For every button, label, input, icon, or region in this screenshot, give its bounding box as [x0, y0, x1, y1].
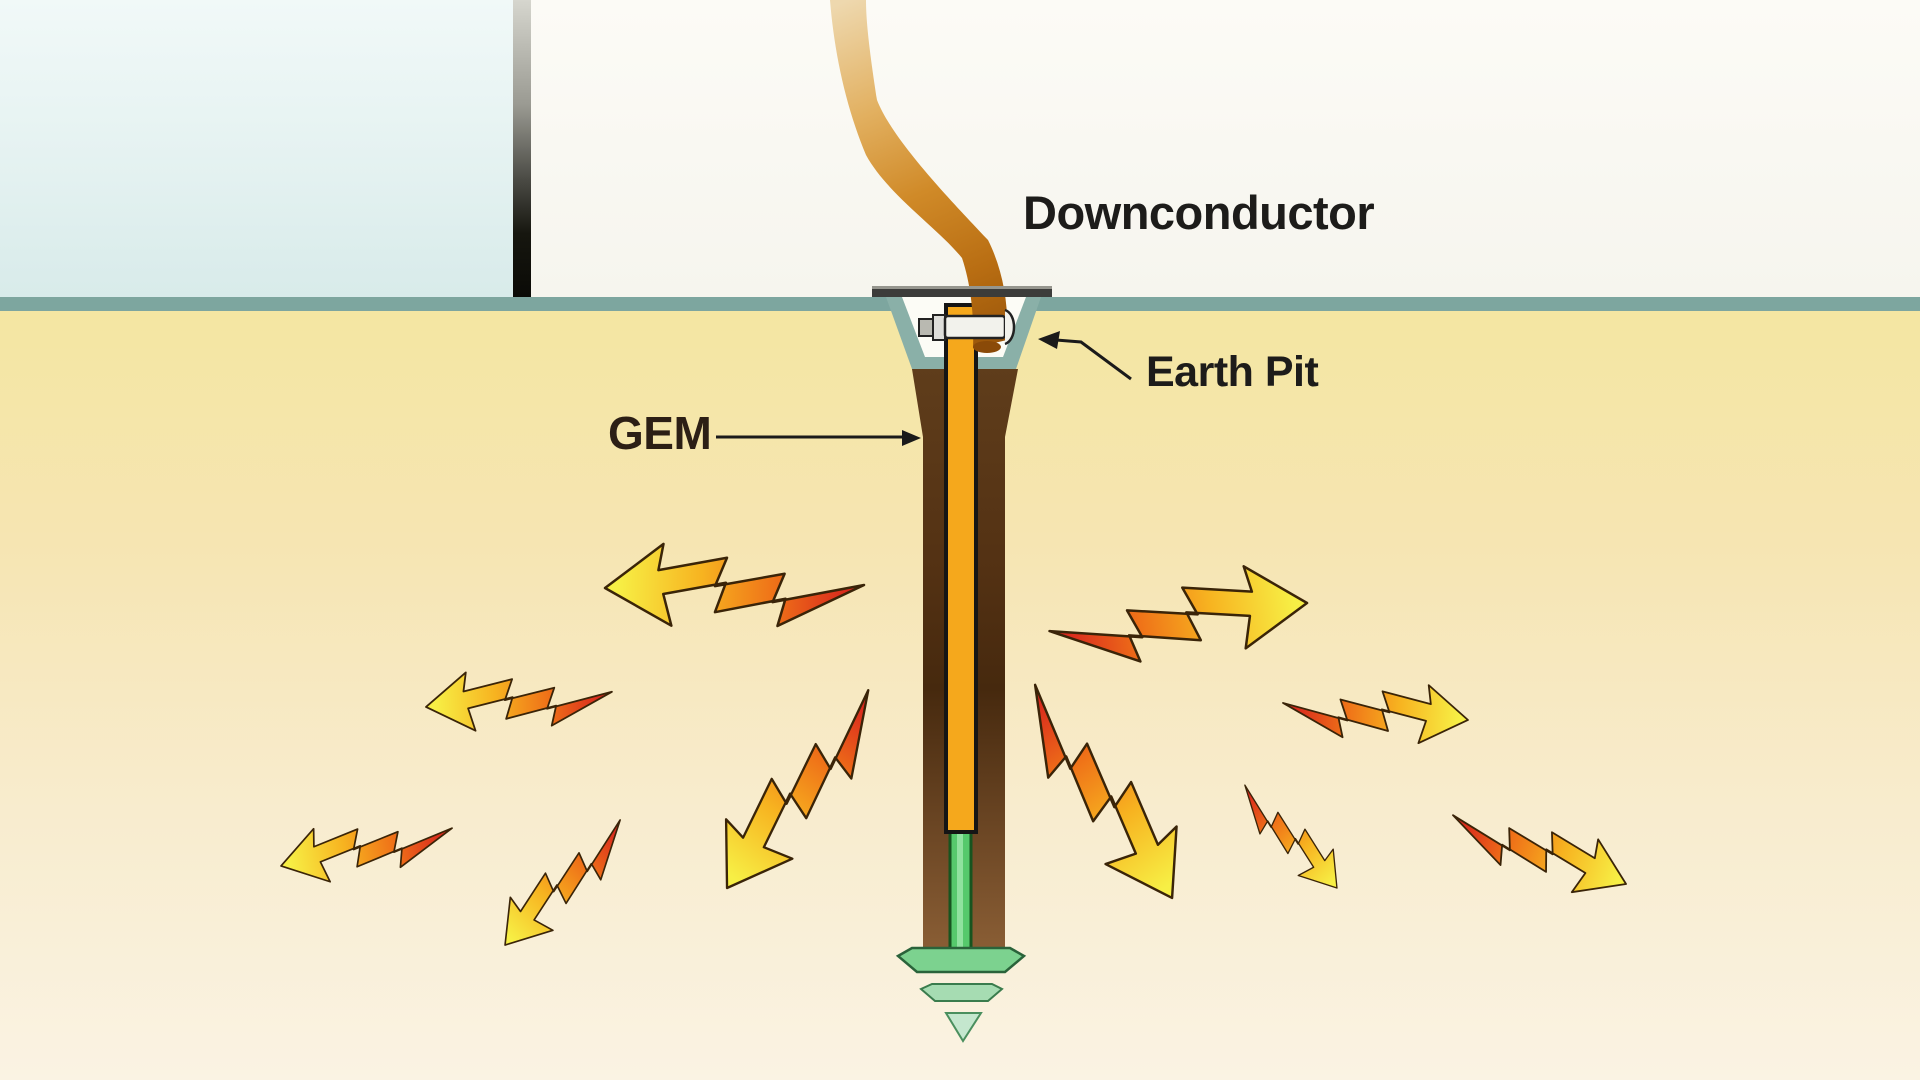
clamp-end-hook — [1004, 308, 1016, 346]
clamp-body — [943, 314, 1007, 340]
dissipation-chevron-3 — [944, 1012, 983, 1043]
sky-left-panel — [0, 0, 531, 297]
dissipation-rod-highlight — [957, 830, 963, 948]
downconductor-ribbon-end — [973, 341, 1001, 353]
dissipation-chevron-2 — [919, 983, 1004, 1002]
earth-pit-arrowhead-icon — [1038, 331, 1060, 349]
earth-pit-arrow-line — [1055, 338, 1132, 381]
downconductor-label: Downconductor — [1023, 186, 1375, 239]
earth-pit-cover-plate-highlight — [872, 286, 1052, 289]
clamp-nut — [918, 318, 934, 337]
ground-rod — [944, 303, 978, 834]
dissipation-chevron-1 — [895, 946, 1027, 974]
building-wall-edge — [513, 0, 531, 300]
gem-label: GEM — [608, 407, 712, 459]
earth-pit-label: Earth Pit — [1146, 348, 1319, 396]
annotation-arrows — [716, 338, 1132, 439]
clamp-bolt-head — [932, 314, 946, 341]
gem-arrowhead-icon — [902, 430, 921, 446]
downconductor-ribbon — [830, 0, 1008, 348]
earth-pit-cover-plate — [872, 286, 1052, 297]
sky-right-panel — [531, 0, 1920, 297]
